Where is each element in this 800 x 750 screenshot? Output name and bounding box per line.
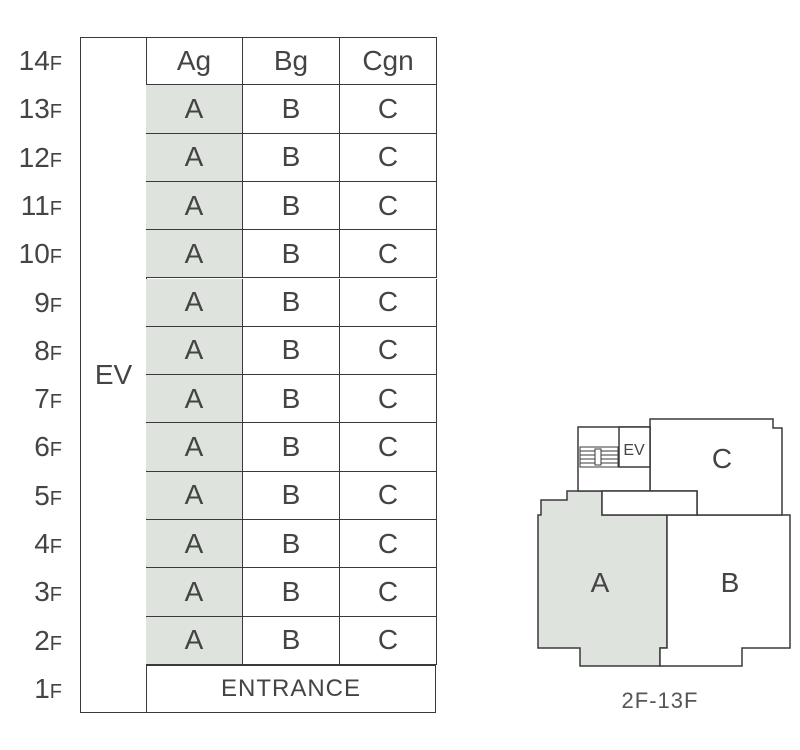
unit-cell: A [146,375,243,424]
floor-label: 8F [0,334,62,368]
floor-number: 11F [20,189,62,221]
unit-cell: B [243,375,340,424]
unit-cell: B [243,423,340,472]
unit-cell: A [146,230,243,279]
unit-cell: C [340,423,437,472]
plan-caption: 2F-13F [621,688,699,713]
floor-label: 13F [0,95,62,126]
floor-label: 6F [0,433,62,464]
floor-number: 13F [18,93,62,125]
unit-cell: C [340,181,437,231]
unit-cell: C [340,230,437,279]
unit-cell: C [340,375,437,424]
unit-cell: B [243,230,340,279]
floor-number: 6F [34,431,62,463]
plan-ev-box [618,426,651,468]
elevator-label: EV [94,359,133,390]
entrance-label: ENTRANCE [220,675,361,702]
floor-number: 2F [34,624,62,656]
floor-label: 11F [0,189,62,223]
unit-cell: A [146,133,243,182]
plan-core [577,426,651,492]
floor-label: 4F [0,530,62,561]
floor-number: 8F [34,334,62,366]
unit-cell: C [340,278,437,327]
unit-cell: C [340,616,437,665]
unit-cell: A [146,181,243,231]
unit-cell: B [243,181,340,231]
floor-number: 10F [18,238,62,270]
unit-cell: B [243,616,340,665]
unit-cell: A [146,568,243,617]
floor-number: 9F [34,286,62,318]
plan-label-a: A [591,567,610,598]
unit-cell: C [340,326,437,376]
unit-cell: C [340,133,437,182]
plan-label-ev: EV [623,442,645,459]
floor-number: 1F [34,672,62,704]
floor-label: 9F [0,286,62,320]
unit-cell: B [243,568,340,617]
unit-cell: B [243,85,340,134]
floor-label: 2F [0,624,62,658]
unit-cell: A [146,278,243,327]
plan-label-b: B [721,567,740,598]
floor-label: 1F [0,672,62,706]
plan-label-c: C [712,443,732,474]
elevator-column: EV [80,37,147,713]
plan-corridor [601,490,698,516]
header-cell: Cgn [340,37,437,86]
floor-number: 14F [18,45,62,76]
unit-cell: A [146,423,243,472]
unit-cell: B [243,471,340,520]
floor-label: 7F [0,385,62,416]
unit-cell: A [146,471,243,520]
floor-number: 3F [34,576,62,608]
unit-cell: B [243,133,340,182]
unit-cell: B [243,278,340,327]
plan-unit-a [537,490,668,667]
unit-cell: C [340,471,437,520]
unit-cell: A [146,616,243,665]
unit-cell: B [243,326,340,376]
floor-number: 12F [18,141,62,173]
unit-cell: C [340,520,437,569]
unit-cell: A [146,520,243,569]
plan-unit-c [649,418,783,516]
floor-label: 3F [0,578,62,609]
unit-cell: A [146,85,243,134]
unit-cell: C [340,568,437,617]
plan-unit-b [659,514,791,667]
floor-label: 14F [0,47,62,78]
header-cell: Ag [146,37,243,86]
floor-number: 5F [34,479,62,511]
floor-number: 4F [34,528,62,559]
stair-icon [579,446,619,468]
header-cell: Bg [243,37,340,86]
floor-label: 5F [0,479,62,513]
entrance-cell: ENTRANCE [146,665,436,713]
unit-cell: C [340,85,437,134]
unit-cell: A [146,326,243,376]
floor-label: 12F [0,141,62,175]
floor-label: 10F [0,240,62,271]
unit-cell: B [243,520,340,569]
floor-number: 7F [34,383,62,415]
